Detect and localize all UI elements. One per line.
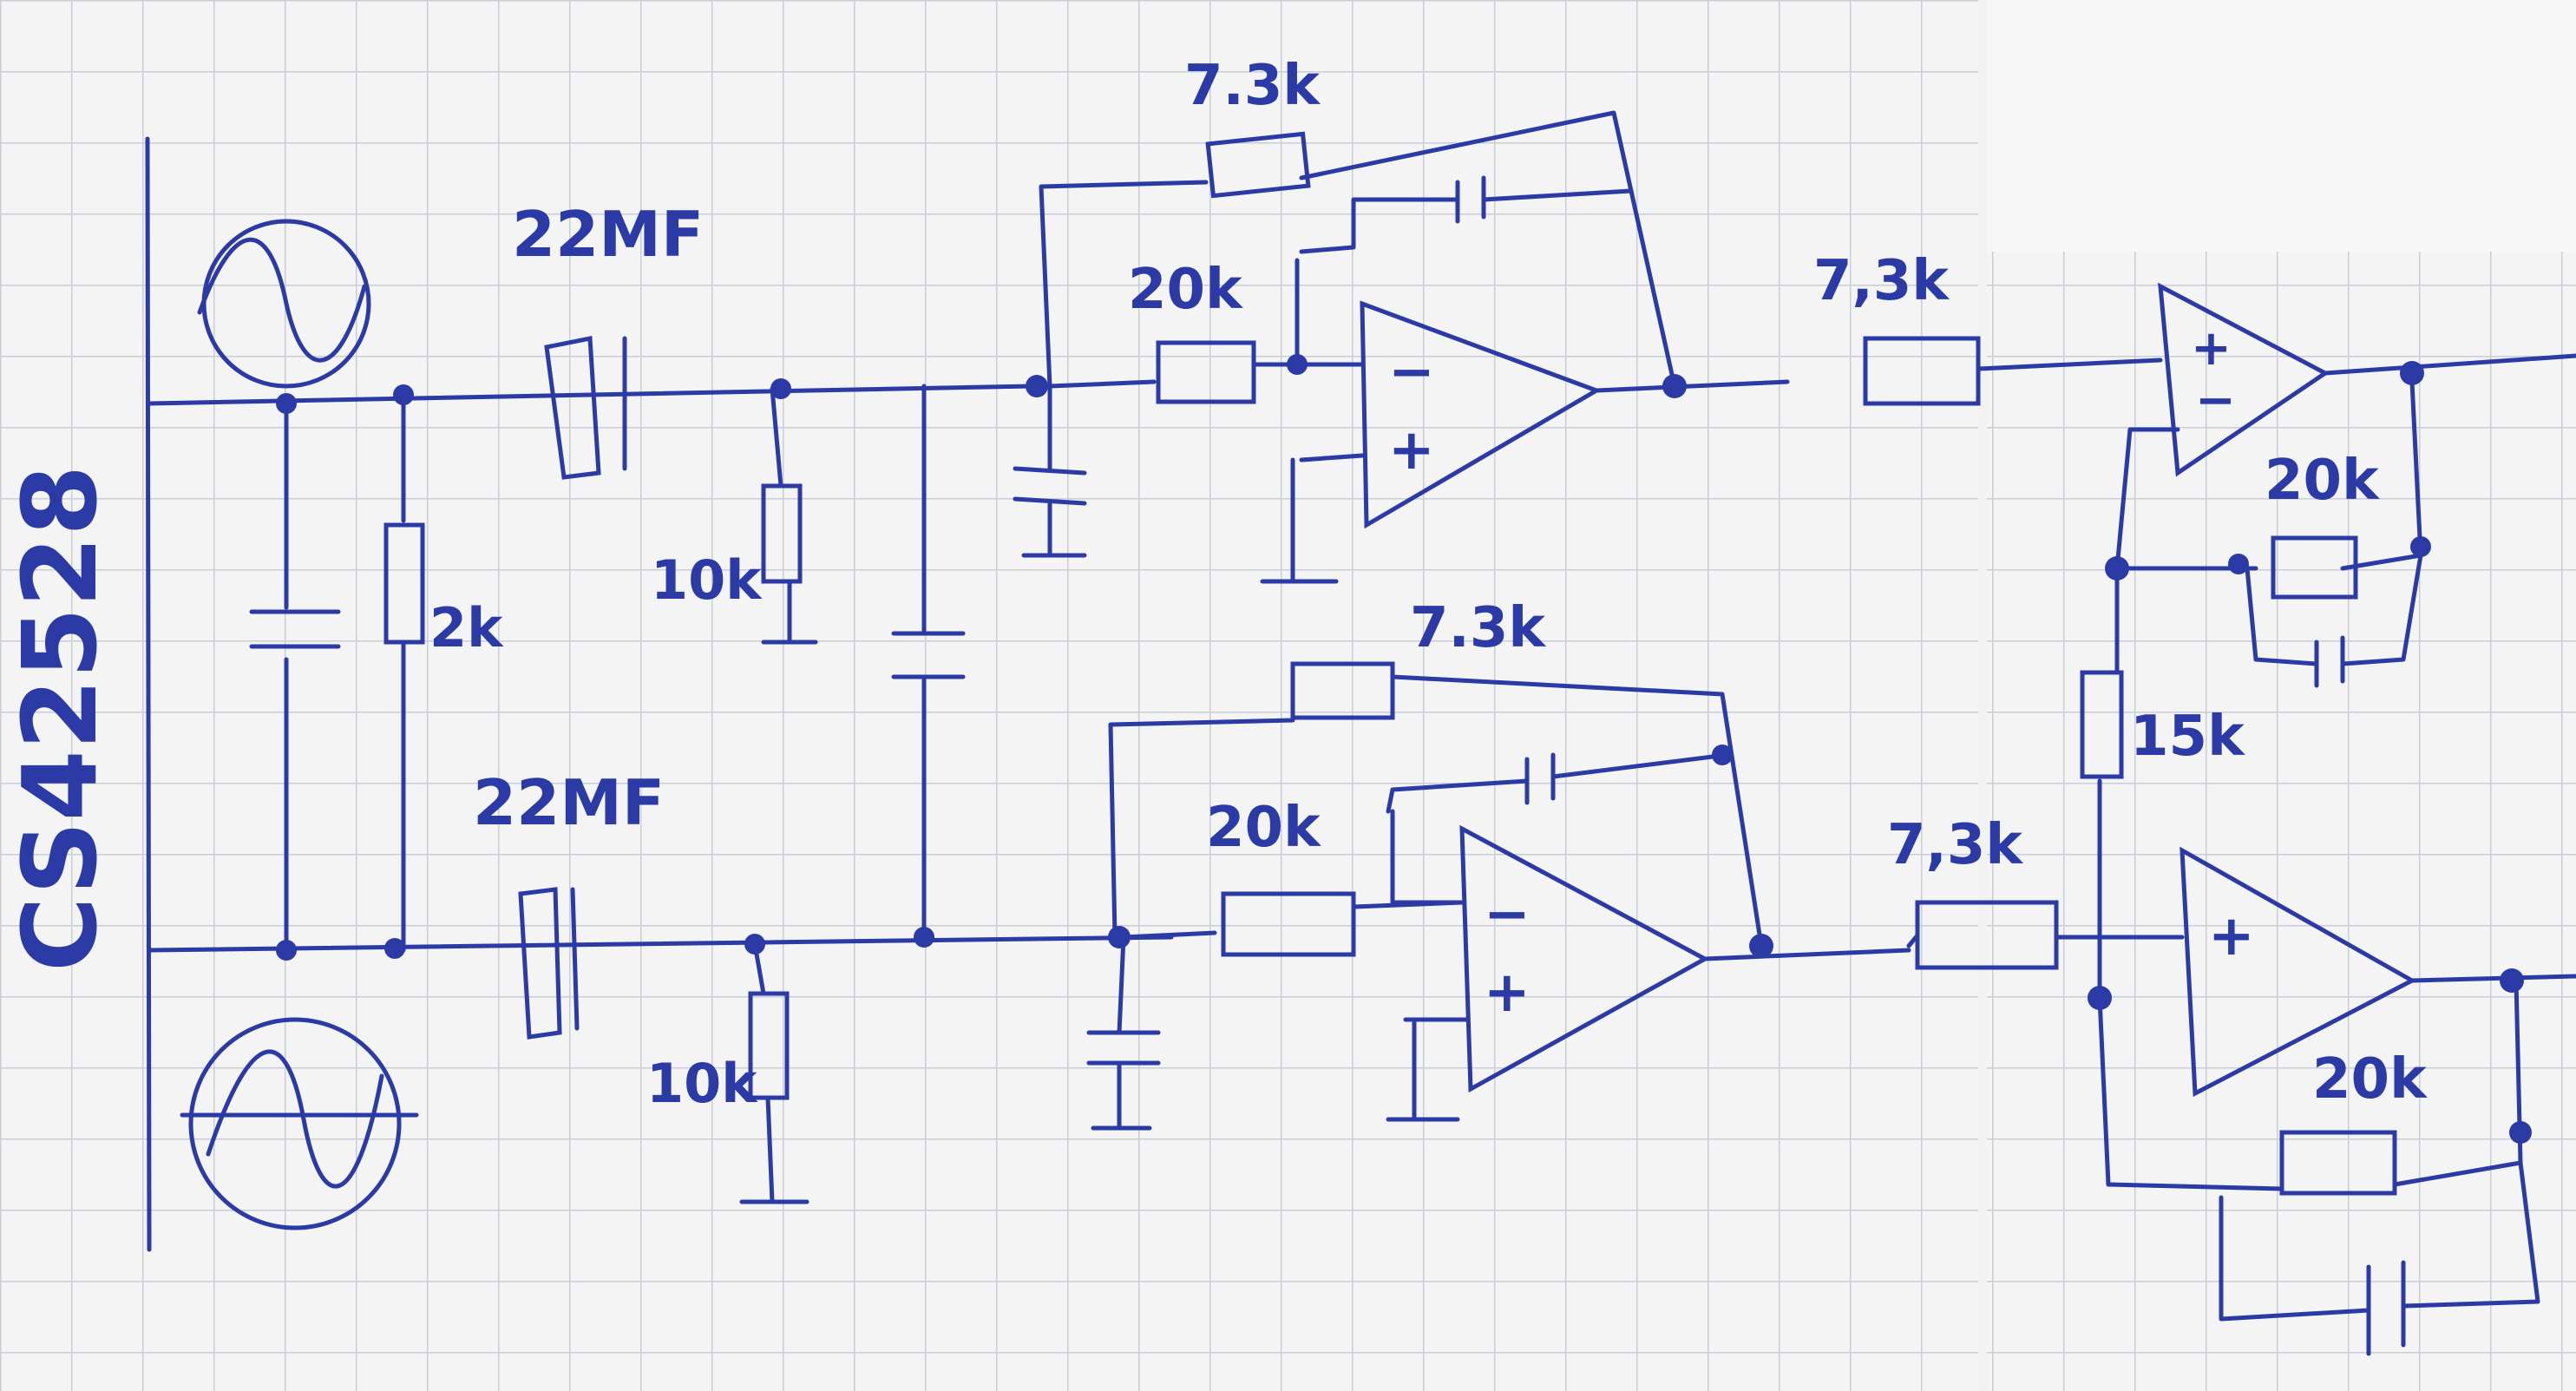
resistor-in-bottom <box>1221 891 1356 957</box>
resistor-fb-bottom <box>1290 661 1395 720</box>
sine-source-top-icon <box>197 219 371 389</box>
opamp-stage-bottom <box>1086 674 1911 1131</box>
paper-right-top <box>1987 0 2576 252</box>
resistor-diff-bottom <box>2279 1130 2397 1196</box>
resistor-2k <box>383 522 425 645</box>
sine-source-bottom-icon <box>180 1017 419 1230</box>
opamp-stage-top <box>1013 110 1790 584</box>
capacitor-22mf-top-label: 22MF <box>512 198 704 271</box>
resistor-10k-bottom <box>739 942 810 1204</box>
resistor-diff-bottom-label: 20k <box>2312 1047 2428 1112</box>
resistor-diff-mid-label: 15k <box>2130 705 2245 769</box>
output-stage <box>2097 282 2576 1356</box>
paper-right <box>1987 252 2576 1391</box>
opamp-right-bottom-plus: + <box>2208 904 2255 968</box>
resistor-out-top-label: 7,3k <box>1813 249 1950 313</box>
capacitor-22mf-top <box>544 335 627 480</box>
chip-label: CS42528 <box>0 465 120 972</box>
resistor-10k-top-label: 10k <box>651 548 763 612</box>
resistor-in-top-label: 20k <box>1128 258 1243 322</box>
resistor-out-bottom-label: 7,3k <box>1887 813 2023 877</box>
resistor-fb-top <box>1205 131 1311 199</box>
opamp-right-top-plus: + <box>2191 320 2232 377</box>
resistor-in-bottom-label: 20k <box>1206 796 1321 860</box>
paper-left <box>0 0 989 1391</box>
opamp-top-minus: − <box>1388 340 1435 404</box>
chip-edge <box>145 136 152 1252</box>
resistor-fb-bottom-label: 7.3k <box>1410 596 1546 660</box>
paper-middle <box>989 0 1978 1391</box>
capacitor-22mf-bottom-label: 22MF <box>473 766 665 839</box>
opamp-bottom-plus: + <box>1484 961 1531 1025</box>
resistor-diff-top <box>2271 535 2358 600</box>
opamp-top-plus: + <box>1388 418 1435 482</box>
resistor-10k-top <box>761 386 818 645</box>
opamp-right-top-minus: − <box>2195 372 2236 429</box>
opamp-bottom-minus: − <box>1484 882 1531 947</box>
resistor-10k-bottom-label: 10k <box>646 1052 758 1115</box>
input-network <box>147 384 1174 953</box>
resistor-diff-mid <box>2080 670 2124 779</box>
resistor-diff-top-label: 20k <box>2265 449 2380 513</box>
resistor-out-top <box>1863 336 1981 406</box>
resistor-fb-top-label: 7.3k <box>1184 54 1321 118</box>
capacitor-22mf-bottom <box>518 887 580 1040</box>
resistor-in-top <box>1156 340 1256 404</box>
resistor-2k-label: 2k <box>429 596 504 659</box>
